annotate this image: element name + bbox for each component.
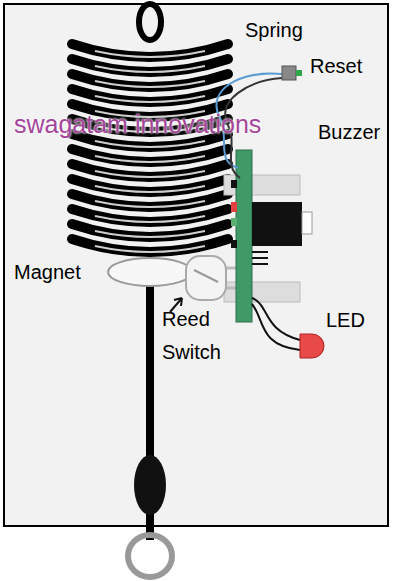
coil-highlight <box>95 186 205 192</box>
coil-highlight <box>95 216 205 222</box>
reset-button <box>282 66 296 80</box>
part-label: Reset <box>310 54 362 78</box>
coil-turn <box>72 74 228 87</box>
buzzer-port <box>302 212 312 234</box>
coil-turn <box>72 149 228 162</box>
reset-plunger <box>296 70 302 76</box>
coil-turn <box>72 179 228 192</box>
coil-turn <box>72 44 228 57</box>
component <box>231 240 237 248</box>
component <box>231 218 237 226</box>
coil-highlight <box>95 51 205 57</box>
coil-turn <box>72 224 228 237</box>
coil-highlight <box>95 156 205 162</box>
coil-highlight <box>95 246 205 252</box>
part-label: Buzzer <box>318 120 380 144</box>
standoff <box>224 282 300 302</box>
spring-hook <box>139 4 161 40</box>
housing-board <box>4 4 388 526</box>
watermark: swagatam innovations <box>14 112 261 136</box>
spring-coil <box>72 44 228 252</box>
component <box>231 180 237 188</box>
reed-switch <box>186 256 226 300</box>
coil-highlight <box>95 201 205 207</box>
coil-turn <box>72 209 228 222</box>
part-label: Spring <box>245 18 303 42</box>
coil-highlight <box>95 141 205 147</box>
pull-loop <box>128 535 172 577</box>
part-label: LED <box>326 308 365 332</box>
coil-highlight <box>95 96 205 102</box>
buzzer <box>252 202 302 246</box>
coil-turn <box>72 89 228 102</box>
coil-turn <box>72 239 228 252</box>
coil-highlight <box>95 171 205 177</box>
coil-highlight <box>95 81 205 87</box>
coil-turn <box>72 59 228 72</box>
coil-turn <box>72 194 228 207</box>
coil-highlight <box>95 66 205 72</box>
standoff <box>224 175 300 195</box>
coil-turn <box>72 164 228 177</box>
part-label: Magnet <box>14 260 81 284</box>
coil-highlight <box>95 231 205 237</box>
led <box>300 334 324 358</box>
reed-contact <box>194 270 218 282</box>
weight <box>134 455 166 515</box>
magnet <box>108 258 192 286</box>
transistor-leads <box>252 252 268 264</box>
led-wire <box>252 304 300 350</box>
part-label: Reed Switch <box>162 303 242 369</box>
component <box>231 202 237 212</box>
